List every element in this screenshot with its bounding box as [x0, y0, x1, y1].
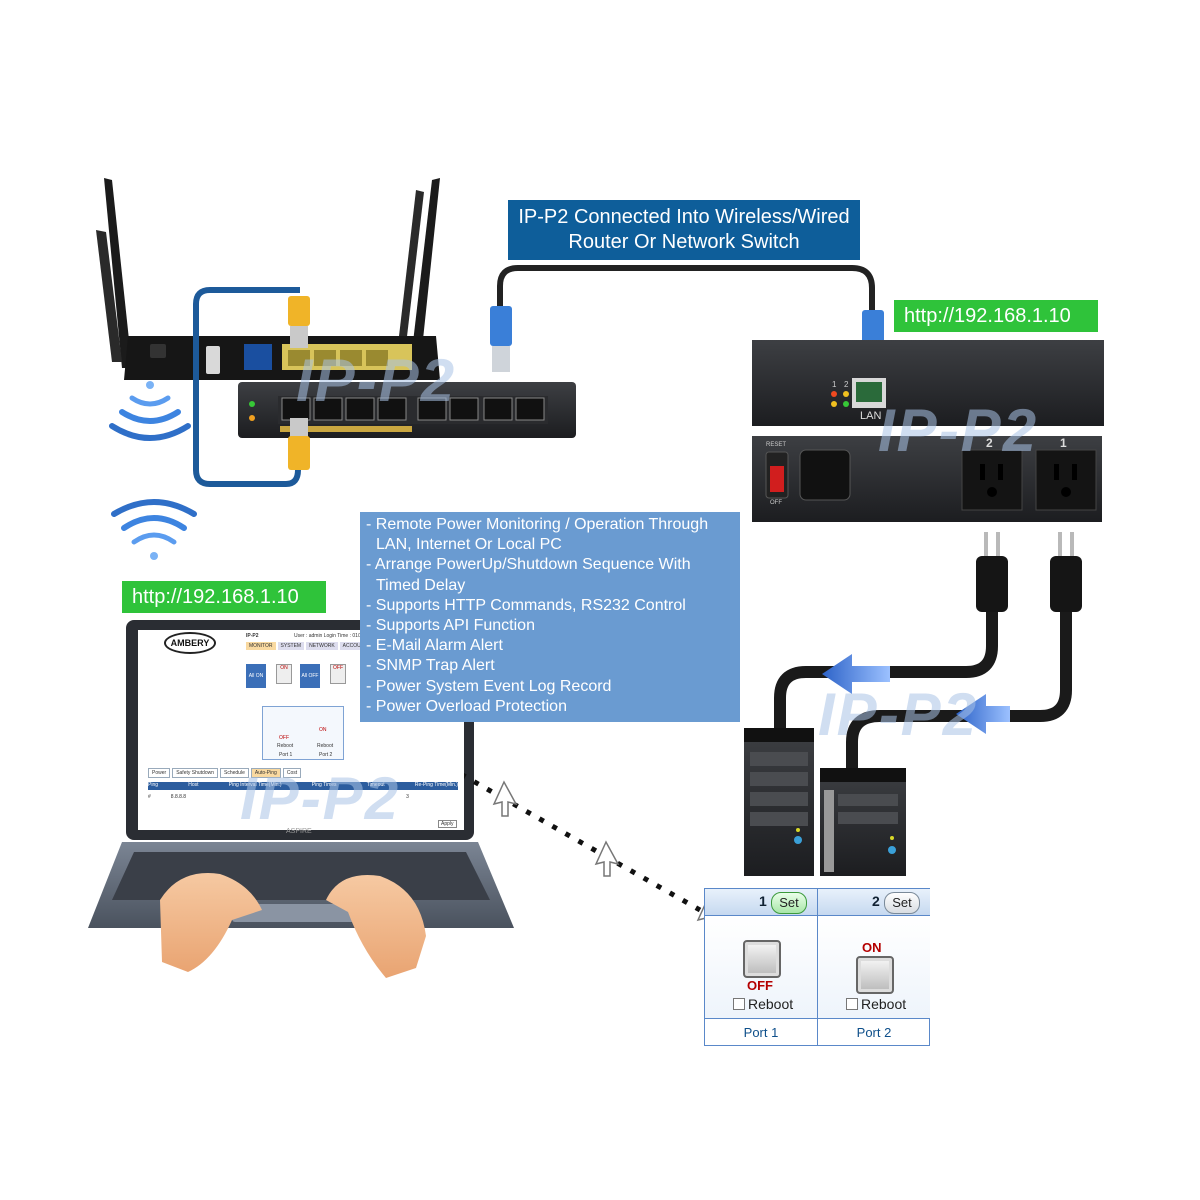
computer-tower-1	[744, 728, 814, 876]
device-url-tag: http://192.168.1.10	[894, 300, 1098, 332]
port-1-set-button[interactable]: Set	[771, 892, 807, 914]
power-flow-arrow-1	[822, 654, 890, 694]
outlet-1-label: 1	[1060, 436, 1067, 450]
screen-tab-monitor[interactable]: MONITOR	[246, 642, 276, 650]
table-header-row	[148, 782, 458, 790]
port-2-reboot-checkbox[interactable]	[846, 998, 858, 1010]
outlet-2-label: 2	[986, 436, 993, 450]
port-1-reboot-checkbox[interactable]	[733, 998, 745, 1010]
ping-table-row: # 8.8.8.8 3	[148, 794, 458, 800]
cursor-arrow-icon	[492, 780, 518, 817]
col-interval: Ping Interval Time(Min.)	[228, 782, 282, 788]
computer-tower-2	[820, 768, 906, 876]
laptop-url-tag: http://192.168.1.10	[122, 581, 326, 613]
laptop-brand: ASPIRE	[286, 828, 312, 835]
screen-tab-network[interactable]: NETWORK	[306, 642, 338, 650]
banner-line-2: Router Or Network Switch	[568, 231, 800, 253]
feature-line: - E-Mail Alarm Alert	[366, 637, 503, 655]
col-host: Host	[188, 782, 199, 788]
wifi-icon-laptop	[111, 499, 197, 560]
power-flow-arrow-2	[956, 694, 1010, 734]
cell-ping: #	[148, 794, 151, 800]
typing-hands	[160, 873, 426, 978]
mini-port-2-reboot[interactable]: Reboot	[317, 743, 334, 749]
ethernet-cable	[193, 287, 301, 487]
tile-all-on[interactable]: All ON	[246, 664, 266, 688]
port-1-reboot[interactable]: Reboot	[733, 996, 793, 1012]
screen-tab-account[interactable]: ACCOUNT	[339, 642, 371, 650]
mini-port-1-label: Port 1	[279, 752, 293, 758]
tile-all-off[interactable]: All OFF	[300, 664, 320, 688]
feature-line: Timed Delay	[376, 576, 466, 594]
off-label: OFF	[770, 500, 782, 506]
screen-user: User : admin Login Time : 01/27	[294, 633, 365, 639]
port-1-label: Port 1	[705, 1018, 817, 1046]
ip-p2-device	[752, 340, 1104, 522]
port-2-state: ON	[862, 940, 882, 955]
yellow-connector-bottom	[288, 418, 310, 470]
subtab-auto-ping[interactable]: Auto-Ping	[250, 768, 281, 778]
port-2-power-switch[interactable]	[856, 956, 894, 994]
port-1-power-switch[interactable]	[743, 940, 781, 978]
feature-line: - Remote Power Monitoring / Operation Th…	[366, 516, 709, 533]
feature-line: - SNMP Trap Alert	[366, 657, 495, 675]
feature-line: LAN, Internet Or Local PC	[376, 536, 562, 554]
subtab-safety-shutdown[interactable]: Safety Shutdown	[172, 768, 218, 778]
led-1-label: 1	[832, 380, 837, 389]
blue-connector-left	[490, 306, 512, 372]
cursor-arrow-icon	[594, 840, 620, 877]
mini-port-2-label: Port 2	[319, 752, 333, 758]
router	[96, 178, 440, 380]
port-2-number: 2	[872, 893, 880, 909]
subtab-cost[interactable]: Cost	[282, 768, 302, 778]
banner-line-1: IP-P2 Connected Into Wireless/Wired	[518, 206, 850, 228]
subtab-schedule[interactable]: Schedule	[220, 768, 249, 778]
connection-banner: IP-P2 Connected Into Wireless/Wired Rout…	[508, 200, 860, 260]
lan-label: LAN	[860, 410, 882, 422]
feature-line: - Supports API Function	[366, 617, 535, 635]
col-reping: Re-Ping Time(Min.)	[414, 782, 458, 788]
mini-port-1-state: OFF	[279, 735, 289, 741]
screen-title: IP-P2	[246, 633, 259, 639]
ping-table-header: Ping Host Ping Interval Time(Min.) Ping …	[148, 782, 458, 788]
col-ping: Ping	[148, 782, 159, 788]
port-2-set-button[interactable]: Set	[884, 892, 920, 914]
reset-label: RESET	[766, 442, 787, 448]
feature-line: - Power System Event Log Record	[366, 677, 612, 695]
cell-reping[interactable]: 3	[406, 794, 409, 800]
yellow-connector-top	[288, 296, 310, 348]
power-cords	[774, 532, 1082, 770]
wifi-icon-router	[109, 381, 191, 441]
subtab-power[interactable]: Power	[148, 768, 171, 778]
tile-on[interactable]: ON	[276, 664, 292, 684]
network-cable	[497, 265, 875, 334]
port-1-number: 1	[759, 893, 767, 909]
mini-port-1-reboot[interactable]: Reboot	[277, 743, 294, 749]
port-1-state: OFF	[747, 978, 773, 993]
mini-port-panel: OFF Reboot Port 1 ON Reboot Port 2	[262, 706, 344, 760]
col-timeout: Timeout	[366, 782, 385, 788]
col-ping-times: Ping Times	[311, 782, 337, 788]
port-2-reboot-label: Reboot	[861, 996, 907, 1012]
port-2-reboot[interactable]: Reboot	[846, 996, 906, 1012]
feature-line: - Arrange PowerUp/Shutdown Sequence With	[366, 556, 691, 574]
port-2-column: 2 Set ON Reboot Port 2	[818, 889, 930, 1045]
port-2-label: Port 2	[818, 1018, 930, 1046]
feature-line: - Power Overload Protection	[366, 697, 567, 715]
features-box: - Remote Power Monitoring / Operation Th…	[360, 512, 740, 722]
apply-button[interactable]: Apply	[438, 820, 457, 828]
led-2-label: 2	[844, 380, 849, 389]
ambery-logo: AMBERY	[164, 632, 216, 654]
feature-line: - Supports HTTP Commands, RS232 Control	[366, 596, 686, 614]
screen-tab-system[interactable]: SYSTEM	[277, 642, 305, 650]
port-control-panel: 1 Set OFF Reboot Port 1 2 Set ON Reboot …	[704, 888, 930, 1046]
network-switch	[238, 382, 576, 438]
mini-port-2-state: ON	[319, 727, 327, 733]
tile-off[interactable]: OFF	[330, 664, 346, 684]
cell-host[interactable]: 8.8.8.8	[170, 794, 187, 800]
port-1-reboot-label: Reboot	[748, 996, 794, 1012]
port-1-column: 1 Set OFF Reboot Port 1	[705, 889, 818, 1045]
